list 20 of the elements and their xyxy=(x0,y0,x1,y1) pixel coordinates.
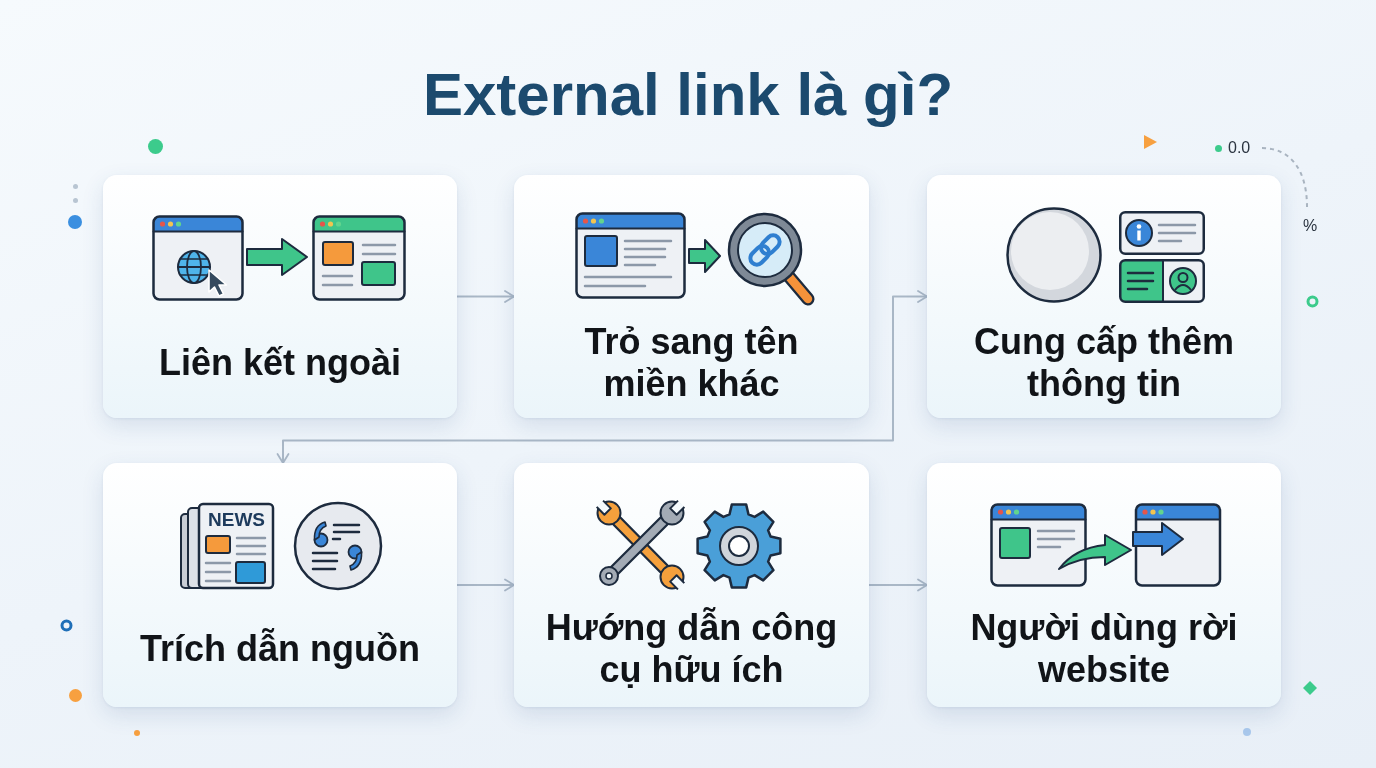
step-label: Hướng dẫn công cụ hữu ích xyxy=(544,607,839,691)
step-card xyxy=(103,463,457,707)
step-label: Người dùng rời website xyxy=(969,607,1239,691)
step-card xyxy=(514,463,869,707)
number-text: 0.0 xyxy=(1228,139,1251,157)
step-label: Trích dẫn nguồn xyxy=(140,628,420,670)
arrow xyxy=(456,290,515,303)
step-label: Trỏ sang tên miền khác xyxy=(583,321,800,405)
newspaper-headline: NEWS xyxy=(208,509,265,530)
step-card xyxy=(927,175,1281,418)
arrow xyxy=(276,290,928,464)
step-card xyxy=(514,175,869,418)
step-card xyxy=(927,463,1281,707)
title: External link là gì? xyxy=(422,60,954,130)
arrow xyxy=(456,578,515,592)
step-label: Cung cấp thêm thông tin xyxy=(973,321,1235,405)
step-card xyxy=(103,175,457,418)
step-label: Liên kết ngoài xyxy=(158,342,401,384)
arrow xyxy=(868,578,928,592)
percent-sign: % xyxy=(1303,217,1318,235)
